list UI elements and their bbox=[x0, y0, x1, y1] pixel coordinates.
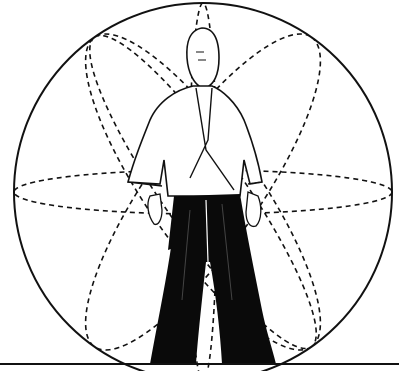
figure-hakama bbox=[128, 28, 276, 364]
figure-head bbox=[187, 28, 219, 88]
figure-right-hand bbox=[246, 192, 261, 226]
figure-gi bbox=[128, 86, 262, 196]
figure-left-hand bbox=[148, 194, 162, 224]
